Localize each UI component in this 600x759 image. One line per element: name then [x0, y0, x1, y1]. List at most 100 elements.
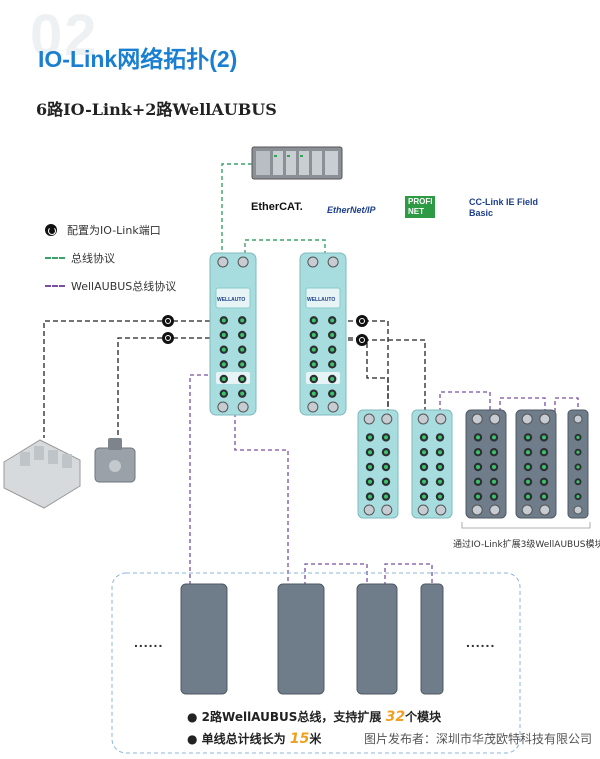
- port-status-led: [476, 479, 480, 484]
- port-status-led: [330, 377, 335, 381]
- legend-bus: 总线协议: [45, 250, 115, 266]
- ellipsis-right: ......: [466, 634, 496, 650]
- port-status-led: [576, 435, 580, 439]
- port-status-led: [576, 450, 580, 454]
- port-status-led: [311, 377, 316, 381]
- power-connector-bottom: [435, 504, 447, 516]
- page-subtitle: 6路IO-Link+2路WellAUBUS: [36, 100, 277, 119]
- port-status-led: [422, 494, 426, 499]
- wellaubus-module-lower-4: [420, 583, 444, 695]
- port-status-led: [368, 494, 372, 499]
- port-status-led: [311, 362, 316, 367]
- port-status-led: [492, 465, 496, 469]
- feature-2-number: 15: [289, 731, 310, 747]
- port-status-led: [221, 333, 226, 337]
- bus-connector-top: [217, 256, 229, 268]
- power-connector-bottom: [237, 401, 249, 413]
- port-status-led: [476, 435, 480, 440]
- port-status-led: [330, 391, 335, 396]
- port-status-led: [438, 435, 442, 440]
- port-status-led: [240, 377, 245, 381]
- port-status-led: [526, 494, 530, 499]
- port-status-led: [422, 435, 426, 440]
- feature-1-suffix: 个模块: [405, 710, 442, 724]
- profinet-bottom: NET: [408, 207, 424, 216]
- power-connector-bottom: [573, 505, 583, 515]
- loop-icon: [45, 224, 57, 236]
- port-status-led: [438, 494, 442, 499]
- port-status-led: [526, 435, 530, 440]
- expansion-box: [111, 572, 521, 754]
- bus-connector-top: [573, 414, 583, 424]
- port-status-led: [368, 435, 372, 440]
- module-brand-left: WELLAUTO: [217, 297, 246, 303]
- port-status-led: [526, 450, 530, 455]
- port-status-led: [311, 318, 316, 323]
- feature-item-2: ● 单线总计线长为 15米: [187, 731, 322, 747]
- port-status-led: [542, 479, 546, 484]
- port-status-led: [492, 450, 496, 455]
- port-status-led: [576, 480, 580, 484]
- cclink-logo: CC-Link IE Field Basic: [469, 197, 539, 218]
- port-status-led: [311, 333, 316, 337]
- port-status-led: [384, 435, 388, 440]
- wellaubus-module-lower-3: [356, 583, 398, 695]
- port-status-led: [422, 465, 426, 469]
- io-link-port-icons: [162, 315, 368, 346]
- module-brand-right: WELLAUTO: [307, 297, 336, 303]
- io-module-teal-1: [357, 409, 399, 519]
- port-status-led: [368, 450, 372, 455]
- io-module-teal-2: [411, 409, 453, 519]
- power-connector-bottom: [471, 504, 483, 516]
- bus-protocol-lines: [221, 163, 326, 255]
- port-status-led: [384, 494, 388, 499]
- power-connector-bottom: [521, 504, 533, 516]
- power-connector-bottom: [381, 504, 393, 516]
- power-connector-bottom: [539, 504, 551, 516]
- master-module-right: [299, 252, 347, 416]
- caption-bracket: [461, 522, 591, 529]
- section-number: 02: [30, 3, 99, 68]
- ethercat-logo: EtherCAT.: [251, 201, 303, 213]
- port-status-led: [438, 479, 442, 484]
- power-connector-bottom: [489, 504, 501, 516]
- power-connector-bottom: [363, 504, 375, 516]
- port-status-led: [476, 450, 480, 455]
- power-connector-bottom: [327, 401, 339, 413]
- port-status-led: [492, 479, 496, 484]
- port-status-led: [476, 494, 480, 499]
- publisher-watermark: 图片发布者：深圳市华茂欧特科技有限公司: [363, 732, 592, 746]
- legend-bus-label: 总线协议: [71, 252, 115, 265]
- port-status-led: [368, 465, 372, 469]
- wellaubus-module-lower-1: [180, 583, 228, 695]
- power-connector-bottom: [217, 401, 229, 413]
- port-status-led: [330, 333, 335, 337]
- ethernetip-logo: EtherNet/IP: [327, 205, 376, 215]
- feature-2-text: 单线总计线长为: [201, 732, 286, 746]
- legend-wellaubus-label: WellAUBUS总线协议: [71, 280, 177, 293]
- port-status-led: [492, 494, 496, 499]
- bus-connector-top: [381, 413, 393, 425]
- port-status-led: [240, 391, 245, 396]
- port-status-led: [542, 494, 546, 499]
- port-status-led: [311, 391, 316, 396]
- port-status-led: [576, 465, 580, 469]
- bus-connector-top: [521, 413, 533, 425]
- power-connector-bottom: [417, 504, 429, 516]
- wellaubus-lines: [189, 374, 579, 586]
- bus-connector-top: [435, 413, 447, 425]
- plc-controller: [251, 146, 343, 180]
- port-status-led: [542, 435, 546, 440]
- port-status-led: [330, 347, 335, 352]
- port-status-led: [438, 465, 442, 469]
- port-status-led: [240, 318, 245, 323]
- legend-io-link-port: 配置为IO-Link端口: [45, 222, 161, 238]
- valve-terminal-device: [3, 439, 81, 509]
- port-status-led: [221, 391, 226, 396]
- port-status-led: [526, 465, 530, 469]
- port-status-led: [476, 465, 480, 469]
- port-status-led: [221, 377, 226, 381]
- expansion-caption: 通过IO-Link扩展3级WellAUBUS模块: [453, 540, 600, 550]
- profinet-logo: PROFI NET: [405, 196, 436, 218]
- master-module-left: [209, 252, 257, 416]
